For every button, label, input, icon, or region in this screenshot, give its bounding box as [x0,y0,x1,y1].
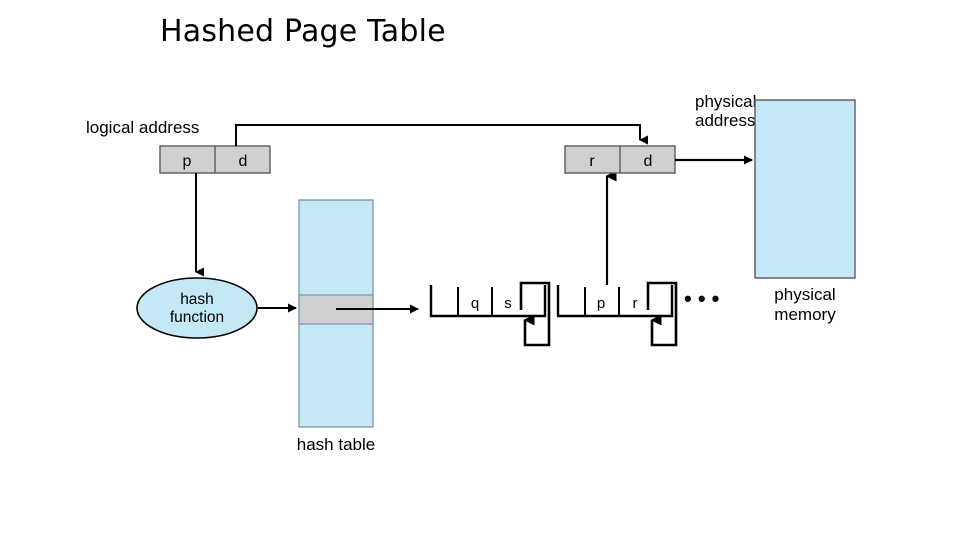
logical-address-cell-p: p [183,153,192,170]
hash-table: hash table [297,199,375,454]
chain-node-q-s: q s [429,285,547,318]
chain-node-q-s-cell-q: q [471,295,479,312]
logical-address-cell-d: d [239,153,248,170]
logical-address-label: logical address [86,118,199,137]
physical-memory-block [754,99,856,279]
offset-passthrough-connector [235,124,648,146]
chain-ellipsis: • • • [684,286,719,311]
physical-address-cell-d: d [644,153,653,170]
physical-memory-label-line2: memory [774,305,836,324]
chain-link-2-path [646,281,678,347]
chain-link-2 [646,281,678,347]
physical-address-cell-r: r [589,153,595,170]
chain-node-p-r-cell-p: p [597,295,605,312]
chain-node-q-s-frame [429,285,547,318]
hash-table-label: hash table [297,435,375,454]
hash-function-label-line2: function [170,309,224,326]
chain-node-p-r-frame [556,285,674,318]
chain-node-p-r-cell-r: r [633,295,638,312]
physical-memory: physical memory [754,99,856,324]
page-title: Hashed Page Table [160,14,446,49]
logical-address-box: p d [159,145,271,174]
hash-function-label-line1: hash [180,291,214,308]
chain-link-1-path [519,281,551,347]
physical-address-label-line2: address [695,111,755,130]
hashed-page-table-diagram: logical address p d hash function [80,80,880,480]
chain-node-p-r: p r [556,285,674,318]
chain-link-1 [519,281,551,347]
hash-function-node: hash function [136,277,258,339]
physical-address-label-line1: physical [695,92,756,111]
physical-address-box: r d [564,145,676,174]
hash-function-ellipse [136,277,258,339]
physical-memory-label-line1: physical [774,285,835,304]
chain-node-q-s-cell-s: s [504,295,512,312]
